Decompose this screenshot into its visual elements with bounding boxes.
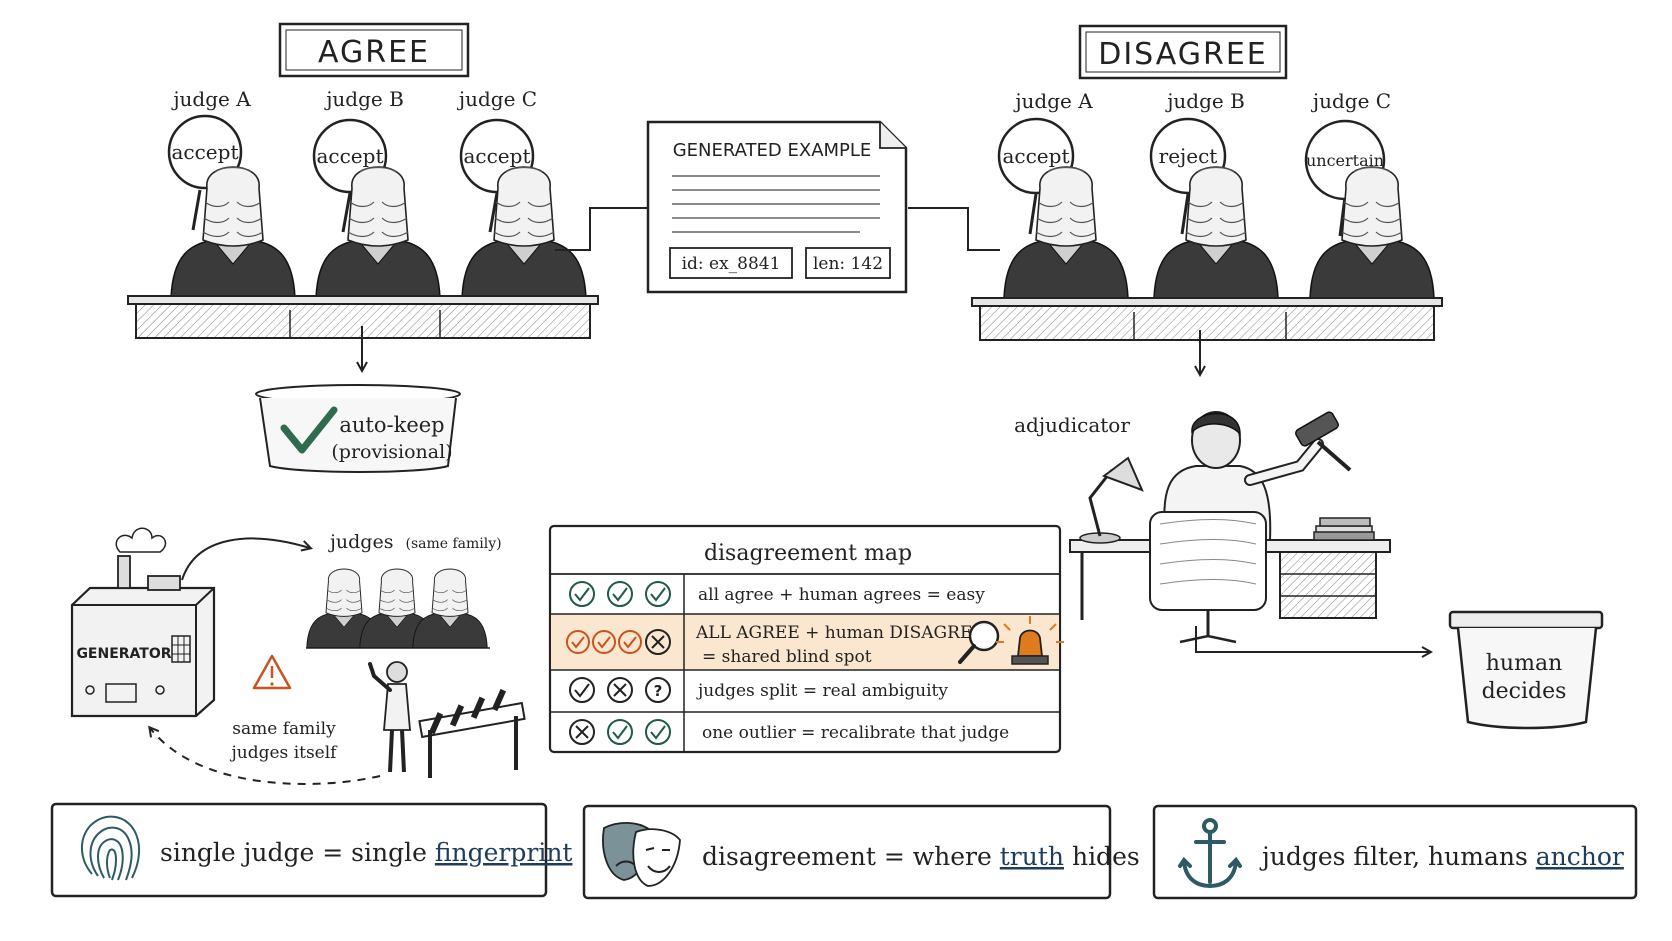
- takeaway-fingerprint-prefix: single judge = single: [160, 838, 435, 867]
- magnifier-icon: [958, 620, 1000, 664]
- smoke-icon: [115, 527, 167, 553]
- generator-machine: GENERATOR: [70, 527, 216, 718]
- anchor-icon: [1178, 818, 1242, 889]
- example-id: id: ex_8841: [682, 254, 781, 274]
- judges-same-family-label: judges (same family): [328, 531, 502, 553]
- agree-judge-a-verdict: accept: [171, 140, 238, 164]
- takeaway-masks-text: disagreement = where truth hides: [702, 842, 1140, 871]
- adjudicator-label: adjudicator: [1014, 413, 1130, 437]
- warning-line2: judges itself: [230, 743, 339, 763]
- disagree-judge-a: accept: [997, 117, 1129, 299]
- takeaway-masks-suffix: hides: [1064, 842, 1140, 871]
- check-icon: [607, 719, 671, 745]
- same-family-judges: [306, 568, 490, 649]
- map-row-ambiguity: ? judges split = real ambiguity: [569, 677, 948, 703]
- auto-keep-bin: auto-keep (provisional): [255, 384, 461, 473]
- check-icon: [569, 677, 595, 703]
- same-family-note: (same family): [406, 536, 502, 552]
- takeaway-masks-keyword: truth: [1000, 842, 1064, 871]
- check-icon: [569, 581, 671, 607]
- takeaway-masks-prefix: disagreement = where: [702, 842, 1000, 871]
- takeaway-fingerprint-keyword: fingerprint: [435, 838, 573, 867]
- generated-example-card: GENERATED EXAMPLE id: ex_8841 len: 142: [555, 120, 1000, 294]
- question-icon: ?: [645, 677, 671, 703]
- auto-keep-label: auto-keep: [339, 413, 444, 437]
- svg-text:?: ?: [654, 682, 663, 700]
- x-icon: [569, 719, 595, 745]
- map-row-ambiguity-text: judges split = real ambiguity: [696, 681, 948, 701]
- human-decides-bin: human decides: [1448, 610, 1604, 730]
- disagree-judge-b: reject: [1149, 117, 1279, 299]
- adjudicator-scene: [1069, 411, 1391, 644]
- adjudicator-to-human-arrow: [1195, 626, 1430, 652]
- warning-line1: same family: [232, 719, 336, 739]
- takeaway-anchor: judges filter, humans anchor: [1152, 804, 1638, 900]
- agree-title-box: AGREE: [278, 22, 470, 78]
- disagree-judge-c-verdict: uncertain: [1306, 151, 1384, 170]
- human-decides-line1: human: [1486, 651, 1562, 676]
- fingerprint-icon: [81, 815, 140, 881]
- disagree-judge-b-verdict: reject: [1159, 144, 1218, 168]
- check-icon: [566, 630, 642, 654]
- disagree-judge-a-verdict: accept: [1002, 144, 1069, 168]
- map-row-blind-spot-text: ALL AGREE + human DISAGREES: [695, 623, 996, 643]
- disagree-title: DISAGREE: [1098, 37, 1268, 72]
- takeaway-fingerprint: single judge = single fingerprint: [50, 802, 572, 898]
- barrier-gate: [418, 688, 526, 778]
- map-row-outlier: one outlier = recalibrate that judge: [569, 719, 1009, 745]
- x-icon: [645, 629, 671, 655]
- takeaway-masks: disagreement = where truth hides: [582, 804, 1140, 900]
- disagree-title-box: DISAGREE: [1078, 24, 1288, 80]
- takeaway-anchor-keyword: anchor: [1536, 842, 1624, 871]
- agree-judge-a: accept: [167, 114, 296, 299]
- map-row-easy-text: all agree + human agrees = easy: [698, 585, 985, 605]
- agree-judge-b-verdict: accept: [316, 144, 383, 168]
- map-row-outlier-text: one outlier = recalibrate that judge: [702, 723, 1009, 743]
- judges-label: judges: [328, 531, 393, 553]
- generator-to-judges-arrow: [181, 537, 310, 581]
- warning-icon: [252, 654, 292, 690]
- disagreement-map-title: disagreement map: [704, 541, 912, 566]
- agree-judge-a-label: judge A: [171, 87, 251, 111]
- agree-title: AGREE: [318, 35, 430, 70]
- agree-panel: AGREE judge A judge B judge C accept acc…: [127, 22, 599, 473]
- x-icon: [607, 677, 633, 703]
- generated-example-title: GENERATED EXAMPLE: [673, 140, 872, 161]
- agree-judge-b-label: judge B: [324, 87, 404, 111]
- agree-judge-c-label: judge C: [457, 87, 537, 111]
- disagreement-map: disagreement map all agree + human agree…: [548, 524, 1064, 754]
- check-icon: [280, 406, 338, 454]
- disagree-judge-c-label: judge C: [1311, 89, 1391, 113]
- map-row-blind-spot: ALL AGREE + human DISAGREES = shared bli…: [566, 616, 1064, 667]
- alarm-light-icon: [996, 616, 1064, 665]
- takeaway-fingerprint-text: single judge = single fingerprint: [160, 838, 572, 867]
- gavel-icon: [1295, 411, 1352, 472]
- agree-judge-b: accept: [312, 118, 441, 299]
- human-decides-line2: decides: [1482, 679, 1567, 704]
- takeaway-anchor-prefix: judges filter, humans: [1259, 842, 1536, 871]
- agree-judge-c-verdict: accept: [463, 144, 530, 168]
- self-judging-loop-arrow: [150, 728, 381, 785]
- disagree-judge-c: uncertain: [1304, 119, 1435, 299]
- disagree-judges-bench: [971, 297, 1443, 341]
- generator-loop: GENERATOR judges (same family) same: [70, 527, 526, 785]
- desk-lamp-icon: [1079, 456, 1144, 544]
- disagree-panel: DISAGREE judge A judge B judge C accept …: [971, 24, 1604, 730]
- disagree-judge-a-label: judge A: [1013, 89, 1093, 113]
- takeaway-anchor-text: judges filter, humans anchor: [1259, 842, 1624, 871]
- generator-label: GENERATOR: [76, 646, 171, 662]
- disagree-judge-b-label: judge B: [1165, 89, 1245, 113]
- auto-keep-sublabel: (provisional): [331, 441, 452, 463]
- map-row-easy: all agree + human agrees = easy: [569, 581, 985, 607]
- map-row-blind-spot-subtext: = shared blind spot: [702, 647, 872, 667]
- agree-judge-c: accept: [459, 118, 587, 299]
- books-icon: [1313, 517, 1375, 541]
- adjudicator-chair: [1149, 511, 1267, 644]
- theater-masks-icon: [602, 822, 681, 887]
- example-length: len: 142: [813, 254, 883, 274]
- stop-person: [368, 661, 411, 773]
